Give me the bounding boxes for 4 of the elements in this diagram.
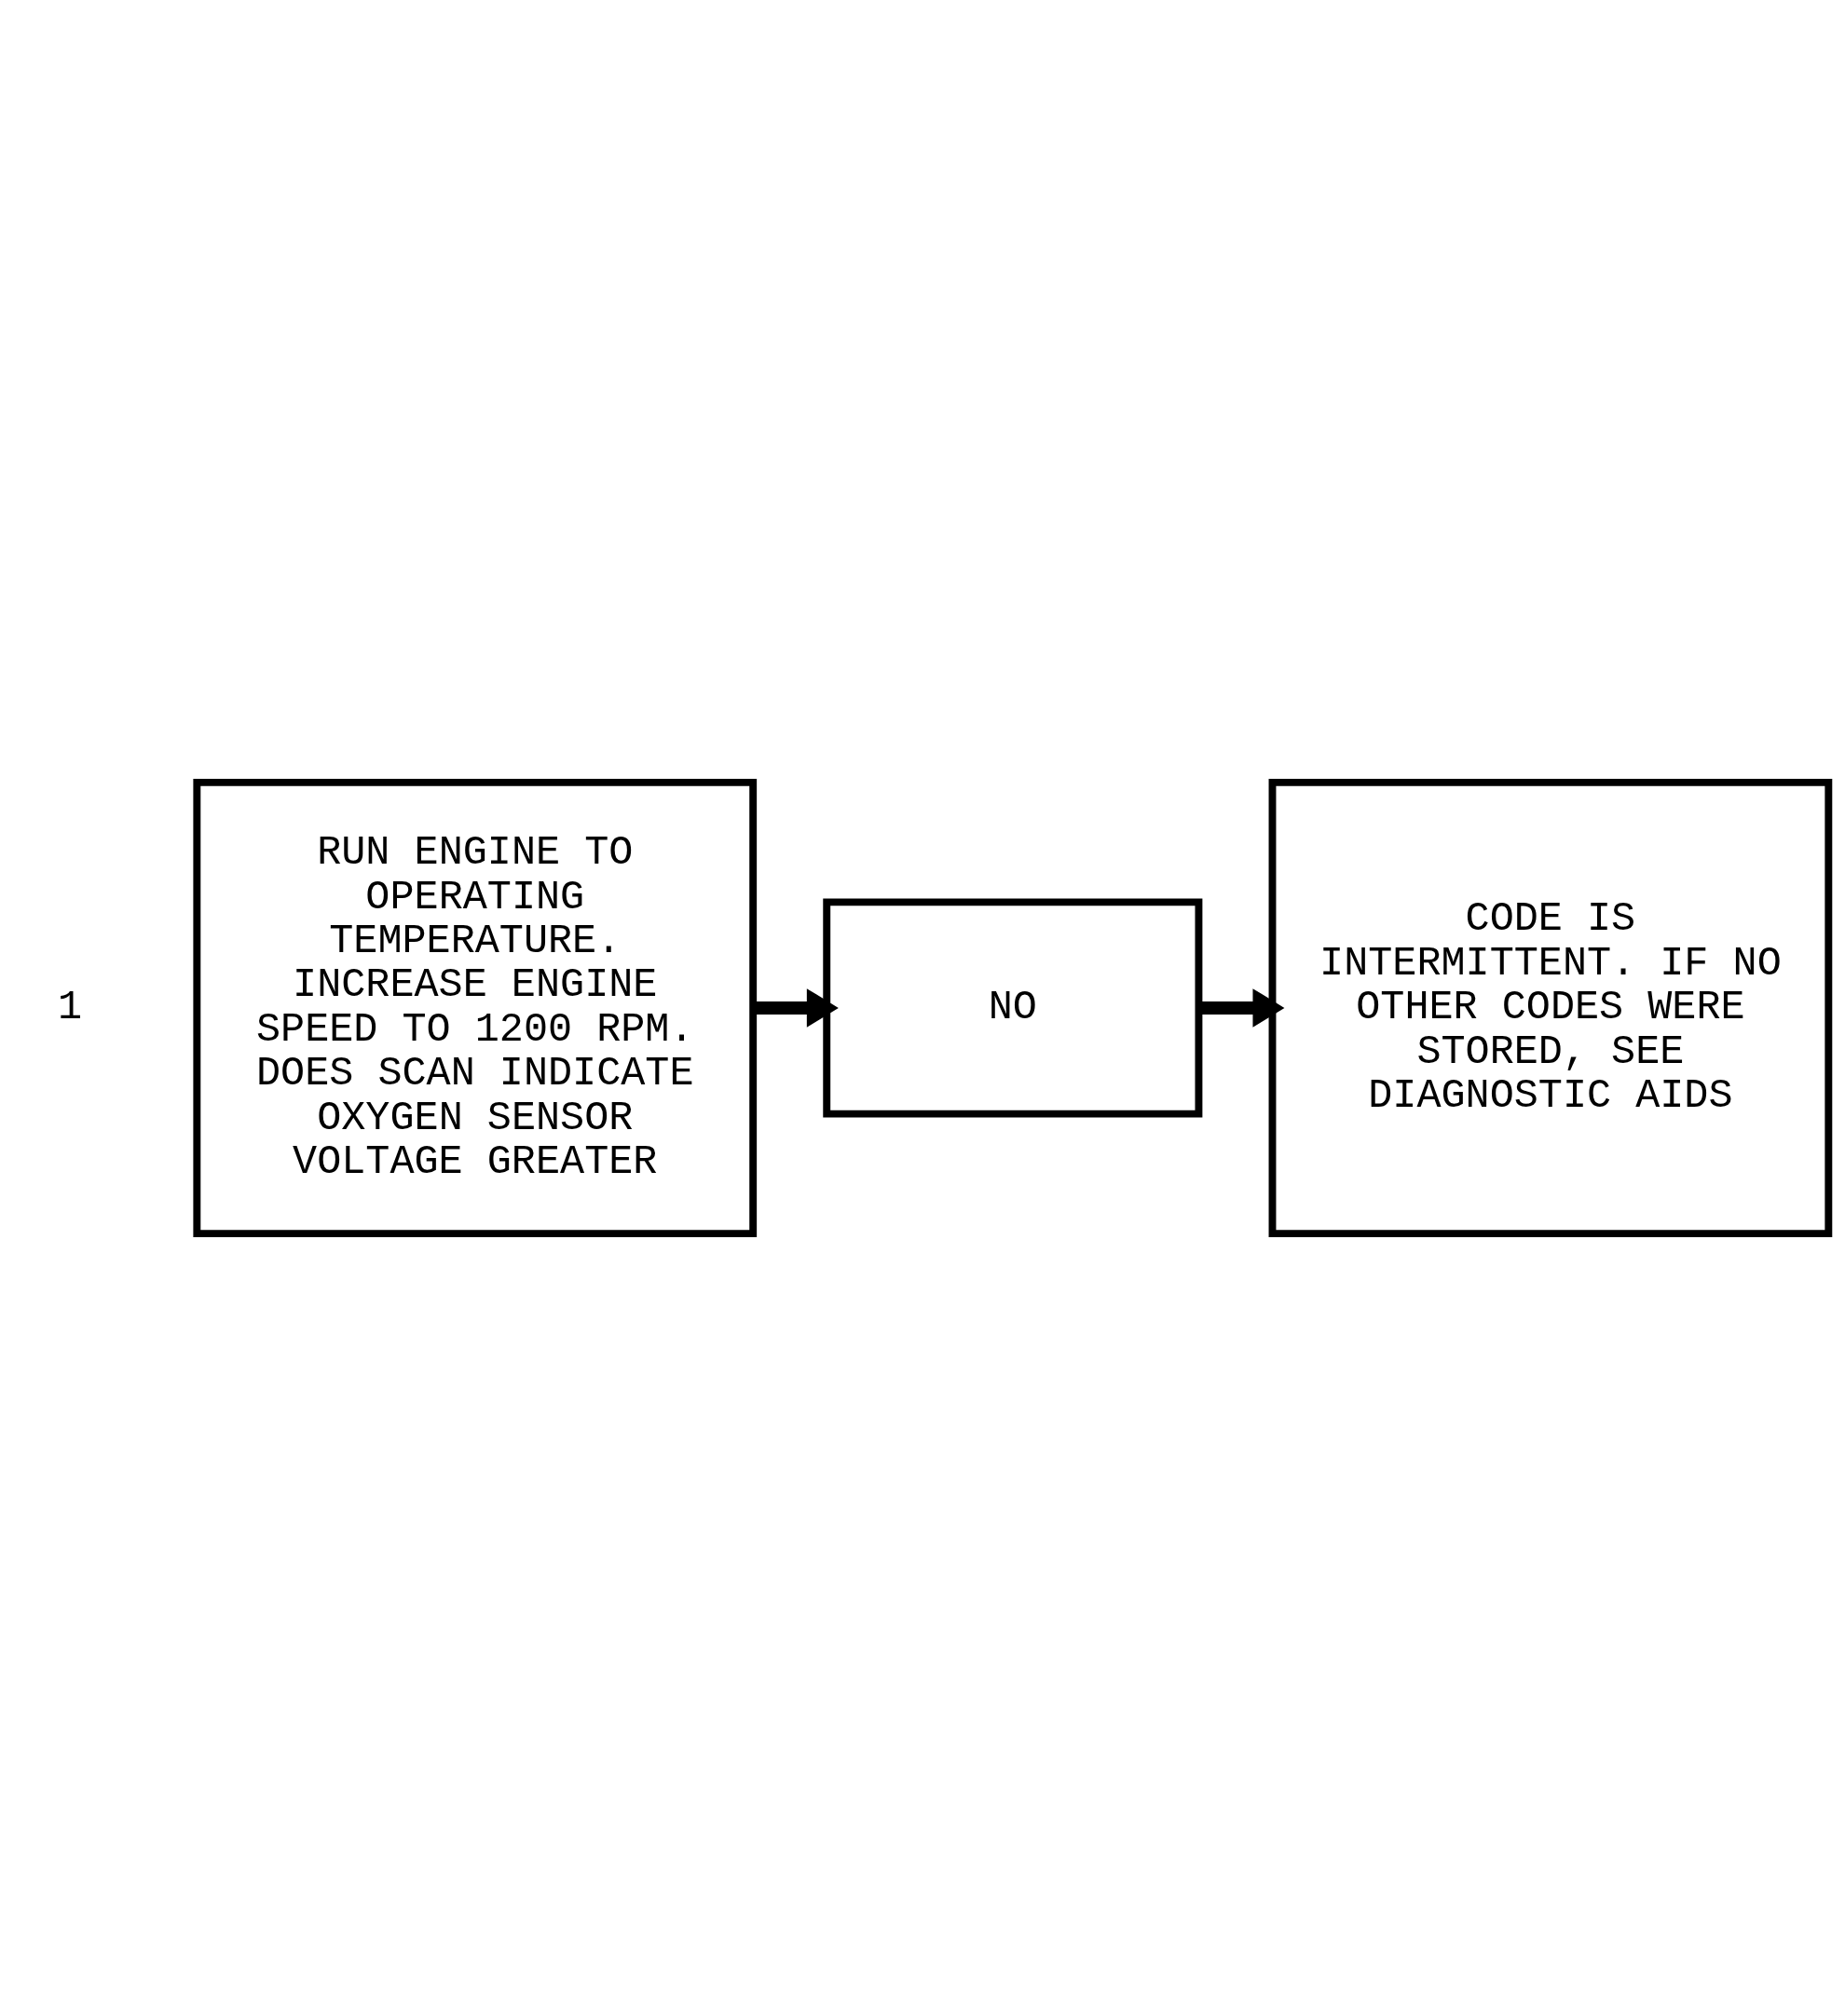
node-box: CODE IS INTERMITTENT. IF NO OTHER CODES WERE STORED, SEE DIAGNOSTIC AIDS bbox=[1268, 778, 1833, 1238]
node-label: 1 bbox=[57, 985, 83, 1031]
node-box: NO bbox=[823, 898, 1203, 1118]
node-box: RUN ENGINE TO OPERATING TEMPERATURE. INCREASE ENGINE SPEED TO 1200 RPM. DOES SCAN INDICATE OXYGEN SENSOR VOLTAGE GREATER bbox=[193, 778, 758, 1238]
